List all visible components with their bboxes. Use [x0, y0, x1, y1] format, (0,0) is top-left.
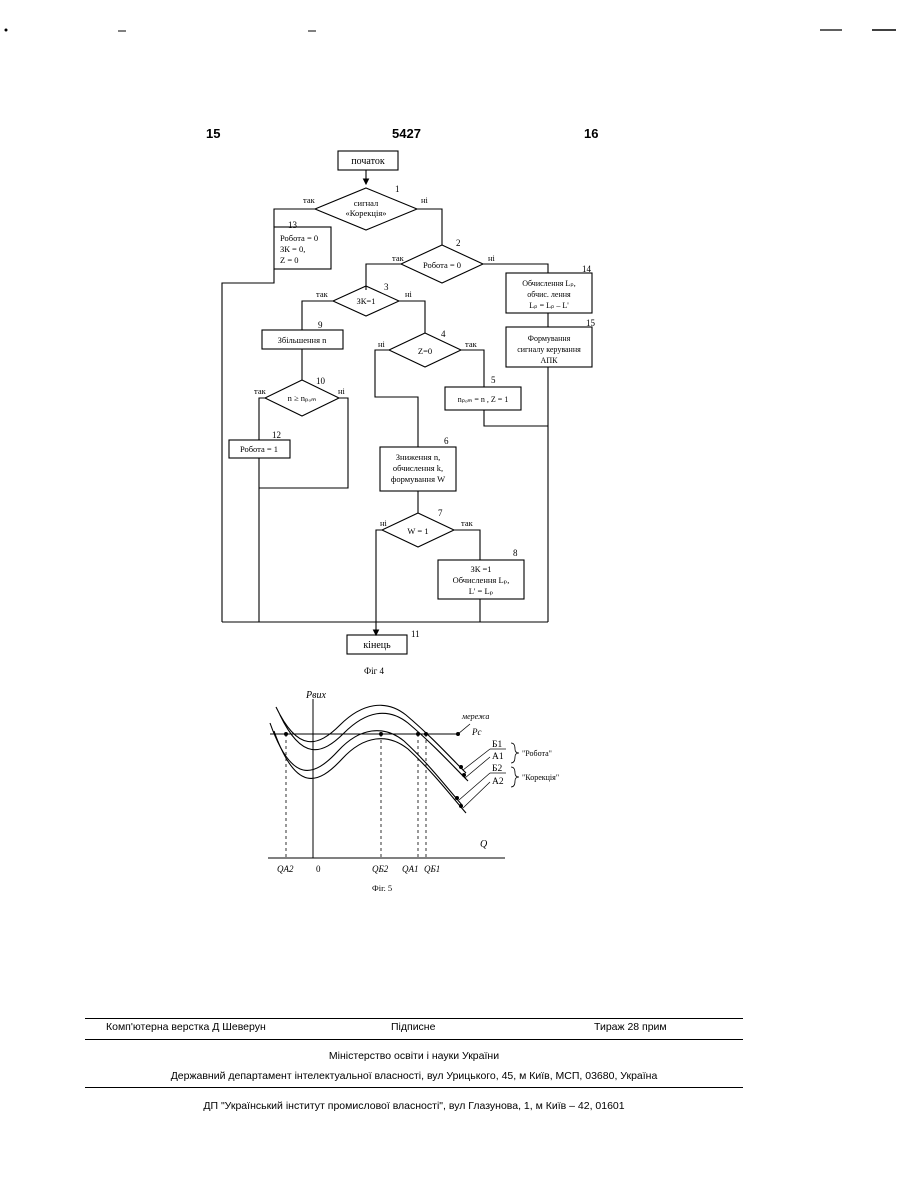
label-B1: Б1: [492, 740, 502, 750]
n2-text: Робота = 0: [423, 260, 461, 270]
group-robota: "Робота": [522, 749, 552, 758]
n10-text: n ≥ nₚₒₘ: [288, 393, 318, 403]
n2-no: ні: [488, 253, 496, 263]
n15-num: 15: [586, 318, 596, 328]
start-label: початок: [351, 156, 385, 167]
n13-text1: Робота = 0: [280, 233, 318, 243]
n3-yes: так: [316, 289, 329, 299]
fig4-caption: Фіг 4: [364, 666, 385, 676]
n10-no: ні: [338, 386, 346, 396]
label-A2: А2: [492, 777, 504, 787]
footer-compositor: Комп'ютерна верстка Д Шеверун: [106, 1021, 266, 1033]
footer-rule-top: [85, 1018, 743, 1019]
n13-text3: Z = 0: [280, 255, 299, 265]
n4-num: 4: [441, 329, 446, 339]
n10-num: 10: [316, 376, 326, 386]
n13-num: 13: [288, 220, 298, 230]
n8-num: 8: [513, 548, 518, 558]
n7-text: W = 1: [407, 526, 428, 536]
footer-ministry: Міністерство освіти і науки України: [85, 1050, 743, 1062]
footer-rule-bottom: [85, 1087, 743, 1088]
graph-fig5: Pвих Q мережа Pc QA2 0 QБ2 QA1 QБ1 Б1 А1…: [0, 685, 900, 900]
n6-text1: Зниження n,: [396, 452, 440, 462]
footer-circulation: Тираж 28 прим: [594, 1021, 667, 1033]
n1-text1: сигнал: [354, 198, 379, 208]
n14-text1: Обчислення Lₚ,: [522, 279, 576, 288]
net-label: мережа: [461, 712, 489, 721]
n8-text3: L' = Lₚ: [469, 586, 494, 596]
n8-text1: ЗК =1: [470, 564, 491, 574]
end-label: кінець: [363, 640, 391, 651]
n15-text2: сигналу керування: [517, 345, 581, 354]
n6-num: 6: [444, 436, 449, 446]
n4-text: Z=0: [418, 346, 432, 356]
n14-num: 14: [582, 264, 592, 274]
n4-yes: так: [465, 339, 478, 349]
tick-QB1: QБ1: [424, 864, 440, 874]
n2-yes: так: [392, 253, 405, 263]
n1-no: ні: [421, 195, 429, 205]
n1-num: 1: [395, 184, 400, 194]
label-A1: А1: [492, 752, 504, 762]
tick-0: 0: [316, 864, 321, 874]
n8-text2: Обчислення Lₚ,: [453, 575, 510, 585]
n11-num: 11: [411, 629, 420, 639]
n12-text: Робота = 1: [240, 444, 278, 454]
x-axis-label: Q: [480, 839, 488, 850]
n13-text2: ЗК = 0,: [280, 244, 305, 254]
n6-text2: обчислення k,: [393, 463, 443, 473]
n2-num: 2: [456, 238, 461, 248]
tick-QB2: QБ2: [372, 864, 389, 874]
n7-yes: так: [461, 518, 474, 528]
tick-QA2: QA2: [277, 864, 294, 874]
n6-text3: формування W: [391, 474, 445, 484]
n14-text2: обчис. лення: [527, 290, 571, 299]
n14-text3: Lₚ = Lₚ – L': [529, 301, 569, 310]
n9-num: 9: [318, 320, 323, 330]
n7-no: ні: [380, 518, 388, 528]
n1-yes: так: [303, 195, 316, 205]
n4-no: ні: [378, 339, 386, 349]
n15-text3: АПК: [541, 356, 559, 365]
n3-num: 3: [384, 282, 389, 292]
footer-institute: ДП "Український інститут промислової вла…: [85, 1100, 743, 1112]
fig5-caption: Фіг. 5: [372, 883, 392, 893]
footer-department: Державний департамент інтелектуальної вл…: [85, 1070, 743, 1082]
label-B2: Б2: [492, 764, 502, 774]
group-korektsiia: "Корекція": [522, 773, 559, 782]
n3-text: ЗК=1: [357, 296, 376, 306]
y-axis-label: Pвих: [305, 690, 326, 701]
footer-subscription: Підписне: [391, 1021, 435, 1033]
n3-no: ні: [405, 289, 413, 299]
footer-rule-mid: [85, 1039, 743, 1040]
n1-text2: «Корекція»: [346, 208, 387, 218]
flowchart-fig4: початок кінець сигнал «Корекція» 1 так н…: [0, 0, 900, 690]
n15-text1: Формування: [528, 334, 571, 343]
n7-num: 7: [438, 508, 443, 518]
tick-QA1: QA1: [402, 864, 419, 874]
n5-num: 5: [491, 375, 496, 385]
n10-yes: так: [254, 386, 267, 396]
pc-label: Pc: [471, 727, 482, 737]
curve-B2: [270, 723, 462, 805]
n12-num: 12: [272, 430, 281, 440]
n5-text: nₚₒₘ = n , Z = 1: [458, 395, 509, 404]
n9-text: Збільшення n: [278, 335, 328, 345]
